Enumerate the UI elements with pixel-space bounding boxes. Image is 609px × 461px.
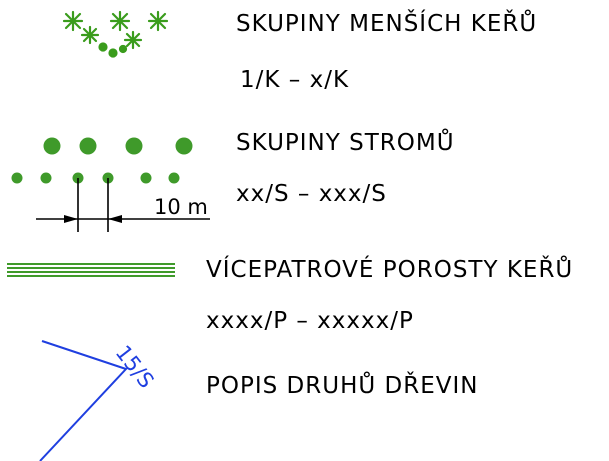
tree-group-icon	[11, 137, 193, 184]
multi-layer-code: xxxx/P – xxxxx/P	[206, 308, 414, 334]
trees-code: xx/S – xxx/S	[236, 181, 387, 207]
multi-layer-title: VÍCEPATROVÉ POROSTY KEŘŮ	[206, 257, 574, 283]
multi-layer-hatch-icon	[7, 263, 175, 277]
dimension-label: 10 m	[154, 195, 208, 219]
shrub-cluster-icon	[62, 10, 169, 58]
dimension-line	[36, 178, 210, 232]
shrubs-code: 1/K – x/K	[240, 67, 350, 93]
species-title: POPIS DRUHŮ DŘEVIN	[206, 373, 479, 399]
leader-line-icon	[39, 340, 128, 461]
shrubs-title: SKUPINY MENŠÍCH KEŘŮ	[236, 11, 538, 37]
trees-title: SKUPINY STROMŮ	[236, 130, 455, 156]
